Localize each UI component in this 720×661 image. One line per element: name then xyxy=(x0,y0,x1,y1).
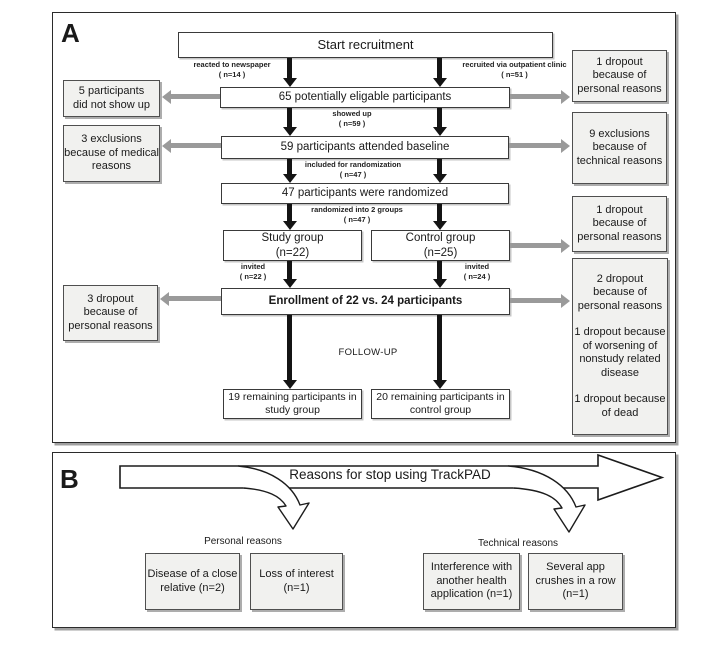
curved-arrow-personal-icon xyxy=(237,465,310,530)
arrow-label-invited-control: invited ( n=24 ) xyxy=(463,262,491,282)
flow-arrow-down-icon xyxy=(432,204,447,230)
arrow-label-recruited: recruited via outpatient clinic ( n=51 ) xyxy=(462,60,567,80)
flow-arrow-down-icon xyxy=(432,159,447,183)
reason-box-app-crushes: Several app crushes in a row (n=1) xyxy=(528,553,623,610)
flow-arrow-down-icon xyxy=(282,204,297,230)
flow-arrow-down-icon xyxy=(282,261,297,288)
side-arrow-right-icon xyxy=(510,238,570,253)
flow-arrow-down-icon xyxy=(432,315,447,389)
start-recruitment-box: Start recruitment xyxy=(178,32,553,58)
randomized-box: 47 participants were randomized xyxy=(221,183,509,204)
panel-a-label: A xyxy=(61,18,80,48)
flow-arrow-down-icon xyxy=(432,58,447,87)
panel-b-label: B xyxy=(60,464,79,494)
flow-arrow-down-icon xyxy=(282,108,297,136)
remaining-control-box: 20 remaining participants in control gro… xyxy=(371,389,510,419)
note-dropout-personal-1-box: 1 dropout because of personal reasons xyxy=(572,50,667,102)
enrollment-box: Enrollment of 22 vs. 24 participants xyxy=(221,288,510,315)
reason-box-interference: Interference with another health applica… xyxy=(423,553,520,610)
note-technical-exclusions-box: 9 exclusions because of technical reason… xyxy=(572,112,667,184)
eligible-participants-box: 65 potentially eligable participants xyxy=(220,87,510,108)
flow-arrow-down-icon xyxy=(282,58,297,87)
note-medical-exclusions-box: 3 exclusions because of medical reasons xyxy=(63,125,160,182)
branch-label-personal: Personal reasons xyxy=(204,536,282,547)
flow-arrow-down-icon xyxy=(432,261,447,288)
study-group-box: Study group (n=22) xyxy=(223,230,362,261)
curved-arrow-technical-icon xyxy=(507,465,586,533)
arrow-label-randomized-groups: randomized into 2 groups ( n=47 ) xyxy=(311,205,403,225)
side-arrow-left-icon xyxy=(162,89,220,104)
note-no-show-box: 5 participants did not show up xyxy=(63,80,160,117)
baseline-box: 59 participants attended baseline xyxy=(221,136,509,159)
arrow-label-invited-study: invited ( n=22 ) xyxy=(239,262,267,282)
banner-arrow-icon xyxy=(119,453,665,533)
arrow-label-showed-up: showed up ( n=59 ) xyxy=(332,109,372,129)
flow-arrow-down-icon xyxy=(432,108,447,136)
side-arrow-right-icon xyxy=(509,138,570,153)
arrow-label-reacted: reacted to newspaper ( n=14 ) xyxy=(193,60,271,80)
note-dropout-multi-box: 2 dropout because of personal reasons 1 … xyxy=(572,258,668,435)
side-arrow-left-icon xyxy=(162,138,221,153)
follow-up-label: FOLLOW-UP xyxy=(338,347,398,358)
control-group-box: Control group (n=25) xyxy=(371,230,510,261)
reason-box-disease: Disease of a close relative (n=2) xyxy=(145,553,240,610)
side-arrow-right-icon xyxy=(510,293,570,308)
reason-box-loss-of-interest: Loss of interest (n=1) xyxy=(250,553,343,610)
note-dropout-personal-left-box: 3 dropout because of personal reasons xyxy=(63,285,158,341)
flow-arrow-down-icon xyxy=(282,315,297,389)
remaining-study-box: 19 remaining participants in study group xyxy=(223,389,362,419)
side-arrow-left-icon xyxy=(160,291,221,306)
flow-arrow-down-icon xyxy=(282,159,297,183)
side-arrow-right-icon xyxy=(510,89,570,104)
note-dropout-personal-2-box: 1 dropout because of personal reasons xyxy=(572,196,667,252)
banner-title: Reasons for stop using TrackPAD xyxy=(289,467,491,482)
branch-label-technical: Technical reasons xyxy=(477,538,559,549)
arrow-label-included: included for randomization ( n=47 ) xyxy=(304,160,402,180)
